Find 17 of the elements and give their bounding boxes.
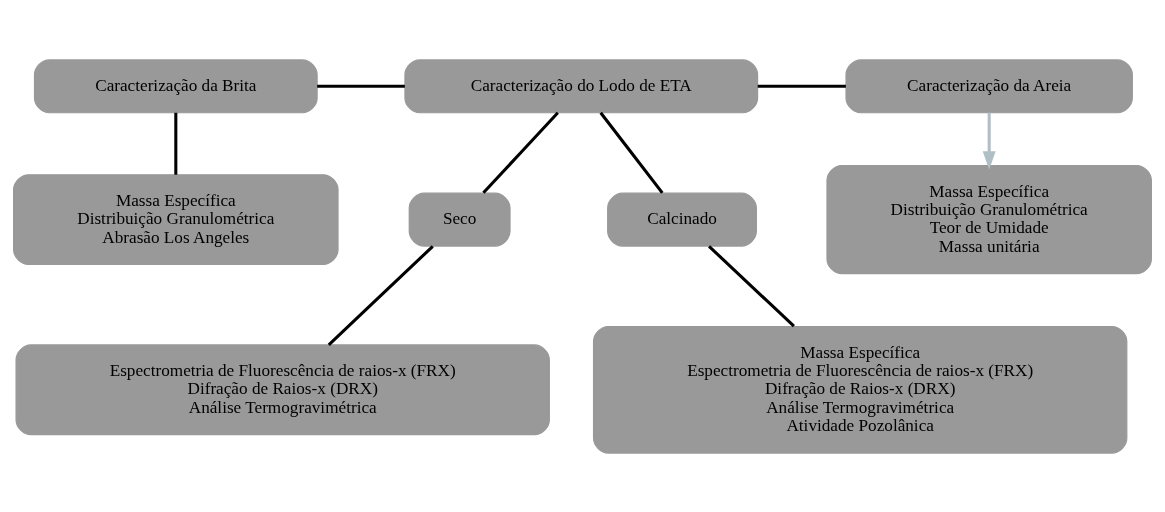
node-box: Calcinado (607, 192, 757, 247)
node-box: Massa Específica Distribuição Granulométrica Abrasão Los Angeles (13, 173, 339, 265)
node-box: Caracterização da Brita (33, 58, 318, 113)
node-box: Massa Específica Espectrometria de Fluorescência de raios-x (FRX) Difração de Raios-x (DRX) Análise Termogravimétrica Atividade Pozolânica (592, 325, 1128, 454)
connector (174, 112, 178, 175)
connector (482, 111, 559, 194)
connector (599, 111, 664, 194)
node-box: Espectrometria de Fluorescência de raios-x (FRX) Difração de Raios-x (DRX) Análise Termogravimétrica (15, 343, 550, 435)
connector (757, 84, 846, 88)
node-box: Caracterização da Areia (845, 58, 1133, 113)
node-box: Caracterização do Lodo de ETA (404, 58, 759, 113)
node-box: Seco (408, 192, 511, 247)
connector (708, 244, 795, 327)
connector (327, 244, 434, 346)
arrow (982, 112, 996, 170)
connector (317, 84, 405, 88)
node-box: Massa Específica Distribuição Granulométrica Teor de Umidade Massa unitária (826, 164, 1152, 274)
